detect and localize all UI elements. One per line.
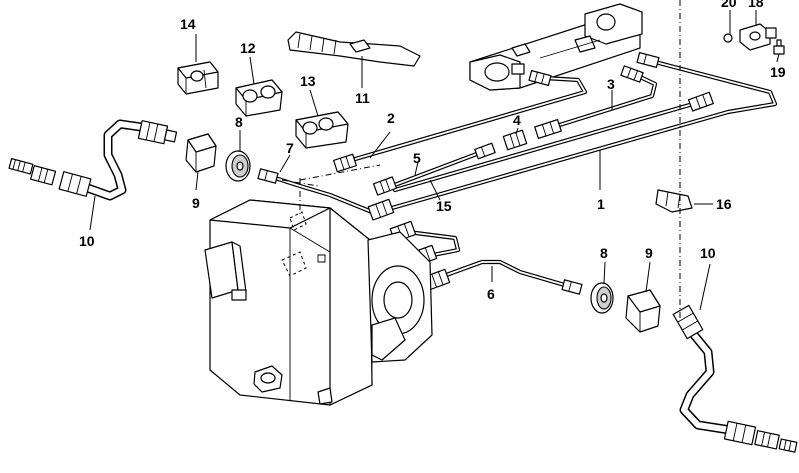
brake-hose-right [672, 304, 798, 453]
callout-19: 19 [770, 64, 786, 80]
callout-10-left: 10 [79, 233, 95, 249]
brake-master-cylinder [469, 3, 643, 91]
pipe-union-4 [502, 129, 528, 151]
callout-18: 18 [748, 0, 764, 10]
bracket-9-right [625, 289, 661, 333]
callout-7: 7 [286, 140, 294, 156]
clip-14 [177, 61, 219, 95]
callout-15: 15 [436, 198, 452, 214]
abs-hydraulic-unit [204, 199, 433, 406]
callout-10-right: 10 [700, 245, 716, 261]
brake-hose-left [8, 119, 178, 201]
callout-20: 20 [721, 0, 737, 10]
callout-14: 14 [180, 16, 196, 32]
brake-pipes [272, 59, 778, 289]
callout-16: 16 [716, 196, 732, 212]
callout-8-right: 8 [600, 245, 608, 261]
callout-6: 6 [487, 286, 495, 302]
callout-9-right: 9 [645, 245, 653, 261]
clip-12 [235, 79, 283, 117]
pipe-holder-11 [287, 31, 421, 67]
callout-3: 3 [607, 76, 615, 92]
leader-lines [89, 10, 780, 311]
clip-16 [655, 189, 693, 213]
callout-11: 11 [355, 90, 370, 106]
callout-12: 12 [240, 40, 256, 56]
clip-13 [295, 111, 349, 149]
callout-9-left: 9 [192, 195, 200, 211]
fitting-18-20 [723, 23, 777, 51]
bracket-9-left [185, 133, 217, 173]
grommet-8-left [225, 150, 251, 182]
grommet-8-right [590, 282, 614, 314]
callout-2: 2 [387, 110, 395, 126]
bleeder-19 [773, 39, 785, 55]
callout-13: 13 [300, 73, 316, 89]
callout-1: 1 [597, 196, 605, 212]
callout-5: 5 [413, 150, 421, 166]
callout-8-left: 8 [235, 114, 243, 130]
callout-4: 4 [513, 112, 521, 128]
centre-lines [281, 0, 681, 320]
